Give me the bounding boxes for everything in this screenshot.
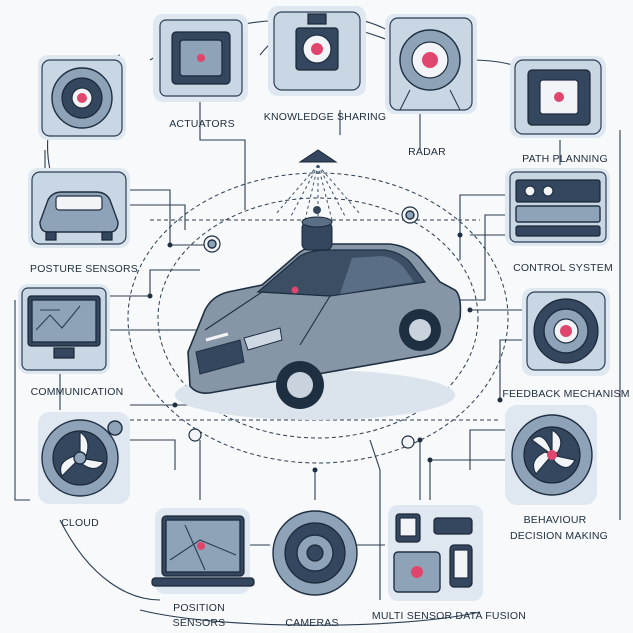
actuators-icon — [153, 14, 248, 102]
label-behaviour-line2: DECISION MAKING — [509, 530, 609, 542]
label-multi-sensor: MULTI SENSOR DATA FUSION — [371, 610, 527, 622]
fan-turbine-icon — [505, 405, 597, 505]
fan-wheel-icon — [38, 412, 130, 504]
label-position-line1: POSITION — [173, 602, 225, 614]
label-behaviour-line1: BEHAVIOUR — [523, 514, 587, 526]
connector-dots — [147, 232, 503, 473]
laptop-map-icon — [151, 508, 255, 594]
label-position-line2: SENSORS — [172, 617, 226, 629]
label-cameras: CAMERAS — [285, 617, 339, 629]
camera-lens-icon — [272, 510, 358, 596]
sensor-devices-icon — [388, 505, 483, 601]
label-communication: COMMUNICATION — [30, 386, 124, 398]
radar-dish-icon — [385, 14, 477, 114]
label-actuators: ACTUATORS — [169, 118, 235, 130]
engine-module-icon — [38, 55, 126, 140]
small-sensor-icons — [188, 206, 419, 449]
label-posture-sensors: POSTURE SENSORS — [29, 263, 139, 275]
control-rack-icon — [505, 168, 610, 246]
feedback-gear-icon — [522, 288, 610, 376]
label-feedback-mechanism: FEEDBACK MECHANISM — [502, 388, 630, 400]
label-path-planning: PATH PLANNING — [522, 153, 608, 165]
label-radar: RADAR — [408, 146, 446, 158]
knowledge-sharing-icon — [268, 6, 366, 96]
path-planning-icon — [510, 56, 606, 138]
autonomous-car-icon — [175, 206, 462, 420]
label-cloud: CLOUD — [61, 517, 99, 529]
label-control-system: CONTROL SYSTEM — [513, 262, 613, 274]
car-front-icon — [28, 168, 130, 248]
label-knowledge-sharing: KNOWLEDGE SHARING — [263, 111, 387, 123]
connection-lines — [14, 16, 621, 626]
lidar-beam-icon — [274, 149, 361, 222]
monitor-chart-icon — [18, 284, 110, 374]
